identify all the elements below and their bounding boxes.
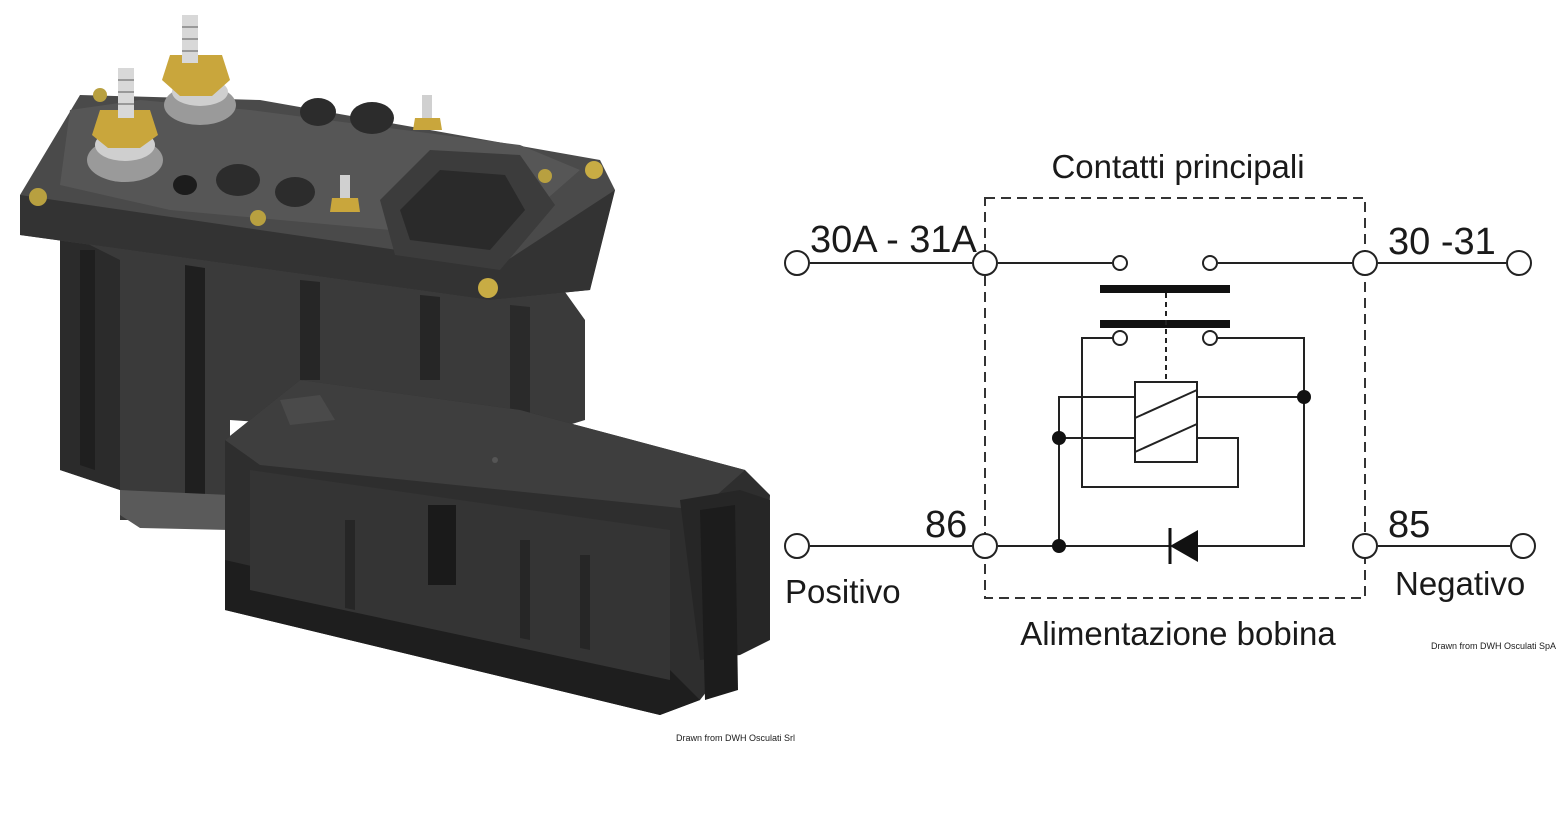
label-main-contacts: Contatti principali: [1051, 148, 1304, 185]
enclosure-terminal-86: [972, 533, 998, 559]
external-terminal-30a-31a: [784, 250, 810, 276]
connector-cover: [225, 380, 770, 715]
main-terminal-right: [162, 15, 236, 125]
label-coil-supply: Alimentazione bobina: [1020, 615, 1336, 652]
main-contact-left: [1112, 255, 1128, 271]
external-terminal-positive: [784, 533, 810, 559]
enclosure-terminal-85: [1352, 533, 1378, 559]
main-terminal-left: [87, 68, 163, 182]
wiring-diagram: Contatti principali Alimentazione bobina…: [784, 148, 1556, 652]
diagram-credit: Drawn from DWH Osculati SpA: [1431, 641, 1556, 651]
label-terminal-30-31: 30 -31: [1388, 221, 1496, 263]
diode: [1168, 528, 1198, 564]
junction-dot: [1052, 431, 1066, 445]
relay-enclosure-dashed: [984, 197, 1366, 599]
external-terminal-30-31: [1506, 250, 1532, 276]
label-negative: Negativo: [1395, 565, 1525, 602]
label-positive: Positivo: [785, 573, 901, 610]
photo-credit: Drawn from DWH Osculati Srl: [676, 733, 795, 743]
junction-dot: [1052, 539, 1066, 553]
aux-contact-left: [1112, 330, 1128, 346]
coil-terminal-studs: [330, 95, 442, 212]
label-terminal-86: 86: [925, 504, 967, 546]
aux-contact-right: [1202, 330, 1218, 346]
external-terminal-negative: [1510, 533, 1536, 559]
battery-switch-photo: Drawn from DWH Osculati Srl: [20, 15, 795, 743]
main-contact-right: [1202, 255, 1218, 271]
enclosure-terminal-30a-31a: [972, 250, 998, 276]
label-terminal-85: 85: [1388, 504, 1430, 546]
enclosure-terminal-30-31: [1352, 250, 1378, 276]
junction-dot: [1297, 390, 1311, 404]
label-terminal-30a-31a: 30A - 31A: [810, 219, 978, 261]
